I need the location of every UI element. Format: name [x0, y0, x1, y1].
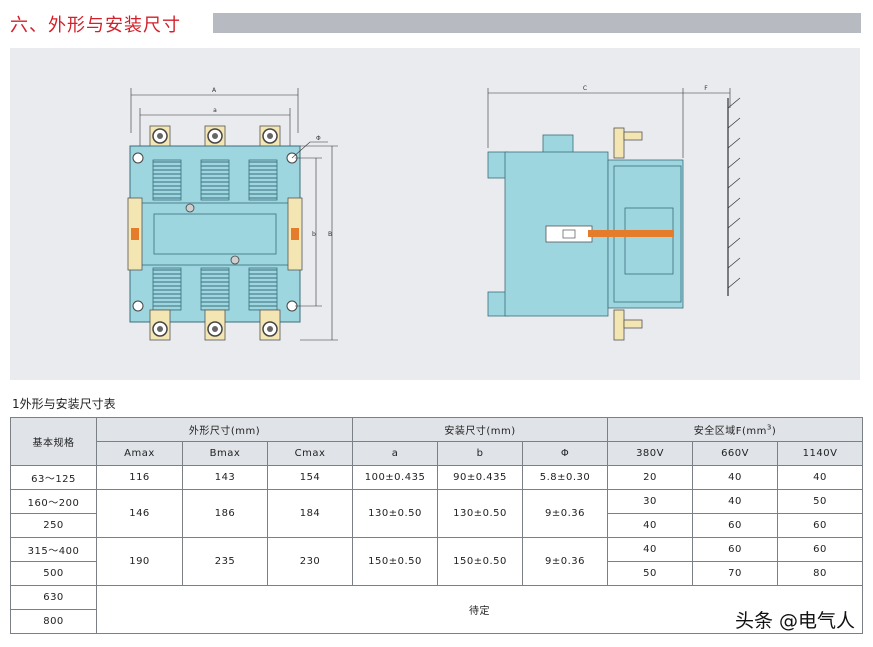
cell-a: 150±0.50 [352, 537, 439, 586]
table-row: 315～400 190 235 230 150±0.50 150±0.50 9±… [10, 537, 864, 586]
cell-380v: 40 [607, 513, 694, 538]
header-660v: 660V [692, 441, 779, 466]
cell-spec: 63～125 [10, 465, 97, 490]
front-view: A a [127, 87, 338, 341]
header-b: b [437, 441, 524, 466]
cell-phi: 9±0.36 [522, 537, 609, 586]
cell-spec: 250 [10, 513, 97, 538]
outline-drawing-panel: A a [10, 48, 860, 380]
cell-380v: 30 [607, 489, 694, 514]
cell-660v: 60 [692, 537, 779, 562]
cell-1140v: 50 [777, 489, 864, 514]
section-header: 六、外形与安装尺寸 [8, 8, 863, 36]
cell-cmax: 154 [266, 465, 354, 490]
cell-1140v: 40 [777, 465, 864, 490]
outline-drawing: A a [127, 85, 741, 341]
watermark: 头条 @电气人 [734, 610, 855, 632]
cell-1140v: 60 [777, 537, 864, 562]
section-title: 六、外形与安装尺寸 [10, 15, 181, 36]
section-title-bar [213, 13, 861, 33]
cell-660v: 60 [692, 513, 779, 538]
header-amax: Amax [96, 441, 183, 466]
cell-spec: 630 [10, 585, 97, 610]
header-1140v: 1140V [777, 441, 864, 466]
cell-660v: 40 [692, 489, 779, 514]
cell-660v: 40 [692, 465, 779, 490]
cell-cmax: 184 [266, 489, 354, 538]
cell-b: 150±0.50 [437, 537, 524, 586]
side-view: C F [487, 85, 741, 341]
header-cmax: Cmax [266, 441, 354, 466]
header-bmax: Bmax [182, 441, 268, 466]
cell-bmax: 235 [182, 537, 268, 586]
cell-380v: 50 [607, 561, 694, 586]
cell-a: 100±0.435 [352, 465, 439, 490]
cell-b: 90±0.435 [437, 465, 524, 490]
cell-380v: 40 [607, 537, 694, 562]
cell-amax: 190 [96, 537, 183, 586]
cell-bmax: 143 [182, 465, 268, 490]
header-base-spec: 基本规格 [10, 417, 97, 466]
cell-cmax: 230 [266, 537, 354, 586]
cell-1140v: 60 [777, 513, 864, 538]
cell-spec: 800 [10, 609, 97, 634]
table-row: 500 50 70 80 [10, 561, 864, 586]
cell-amax: 116 [96, 465, 183, 490]
dim-a-label: a [213, 107, 217, 114]
cell-b: 130±0.50 [437, 489, 524, 538]
table-row: 630 待定 [10, 585, 864, 634]
cell-660v: 70 [692, 561, 779, 586]
dim-A-label: A [212, 87, 217, 94]
table-caption: 1外形与安装尺寸表 [12, 397, 116, 411]
table-row: 800 [10, 609, 863, 634]
header-safety-zone: 安全区域F(mm3) [607, 417, 864, 442]
cell-amax: 146 [96, 489, 183, 538]
header-a: a [352, 441, 439, 466]
header-install-dims: 安装尺寸(mm) [352, 417, 609, 442]
cell-380v: 20 [607, 465, 694, 490]
cell-spec: 160～200 [10, 489, 97, 514]
dim-b-label: b [312, 231, 316, 238]
cell-phi: 5.8±0.30 [522, 465, 609, 490]
table-row: 63～125 116 143 154 100±0.435 90±0.435 5.… [10, 465, 864, 490]
header-phi: Φ [522, 441, 609, 466]
cell-spec: 315～400 [10, 537, 97, 562]
dim-C-label: C [583, 85, 587, 92]
header-outline-dims: 外形尺寸(mm) [95, 417, 354, 442]
cell-spec: 500 [10, 561, 97, 586]
dim-phi-label: Φ [316, 135, 321, 142]
header-380v: 380V [607, 441, 694, 466]
cell-pending: 待定 [95, 585, 864, 634]
dimension-table: 基本规格 外形尺寸(mm) 安装尺寸(mm) 安全区域F(mm3) Amax B… [10, 417, 864, 634]
table-row: 160～200 146 186 184 130±0.50 130±0.50 9±… [10, 489, 864, 538]
cell-bmax: 186 [182, 489, 268, 538]
cell-phi: 9±0.36 [522, 489, 609, 538]
dim-B-label: B [328, 231, 332, 238]
cell-1140v: 80 [777, 561, 864, 586]
cell-a: 130±0.50 [352, 489, 439, 538]
dim-F-label: F [704, 85, 708, 92]
